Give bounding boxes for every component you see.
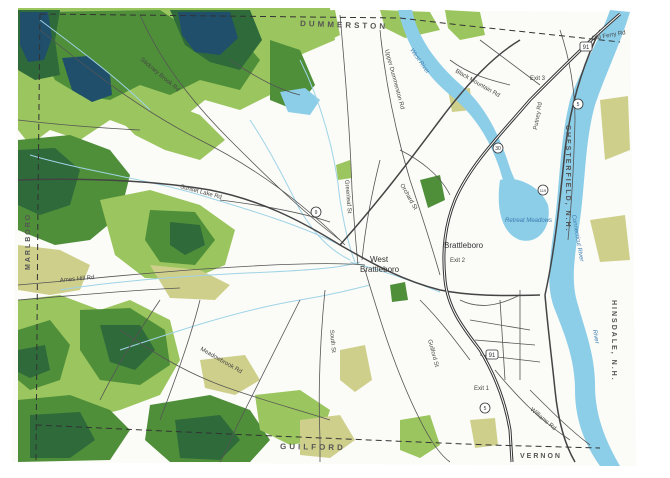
interstate-91 [442, 12, 621, 463]
label-river: River [591, 329, 600, 345]
route-shield-i91-south: 91 [485, 349, 499, 360]
svg-text:9: 9 [315, 210, 318, 216]
minor-roads [17, 14, 591, 463]
label-guilford: GUILFORD [280, 442, 346, 452]
retreat-meadows-water [498, 178, 549, 241]
pond [280, 88, 320, 115]
svg-text:91: 91 [583, 45, 590, 51]
label-ames-hill-rd: Ames Hill Rd [60, 275, 95, 284]
forest-cover [18, 8, 630, 462]
west-river [398, 10, 530, 215]
svg-text:5: 5 [577, 102, 580, 108]
route-shield-vt119: 119 [537, 184, 549, 196]
label-vernon: VERNON [520, 453, 562, 460]
label-exit-1: Exit 1 [474, 386, 490, 392]
label-retreat-meadows: Retreat Meadows [505, 218, 552, 224]
label-hinsdale: HINSDALE, N.H. [610, 300, 617, 382]
label-west-1: West [370, 255, 389, 264]
label-chesterfield: CHESTERFIELD, N.H. [564, 125, 571, 233]
route-shields: 91 91 30 9 5 119 5 [310, 41, 593, 414]
route-shield-i91-north: 91 [579, 41, 593, 52]
svg-text:30: 30 [495, 146, 501, 152]
route-shield-us5: 5 [572, 98, 584, 110]
svg-text:5: 5 [484, 406, 487, 412]
svg-text:91: 91 [489, 353, 496, 359]
label-exit-3: Exit 3 [530, 76, 546, 82]
label-greenleaf-st: Greenleaf St [343, 180, 352, 214]
pond [62, 56, 112, 102]
svg-text:119: 119 [540, 188, 547, 193]
route-shield-us5-south: 5 [479, 402, 491, 414]
route-shield-vt30: 30 [492, 142, 504, 154]
label-brattleboro: Brattleboro [444, 241, 484, 250]
label-putney-rd: Putney Rd [533, 102, 544, 131]
major-roads [17, 29, 601, 463]
label-exit-2: Exit 2 [450, 258, 466, 264]
pond [178, 12, 238, 55]
town-boundary [35, 13, 621, 461]
pond [20, 12, 52, 62]
label-south-st: South St [328, 330, 336, 354]
label-west-2: Brattleboro [360, 265, 400, 274]
label-old-ferry-rd: Old Ferry Rd [591, 30, 626, 42]
label-dummerston: DUMMERSTON [300, 19, 388, 31]
route-shield-vt9: 9 [310, 206, 322, 218]
label-marlboro: MARLBORO [25, 213, 32, 270]
